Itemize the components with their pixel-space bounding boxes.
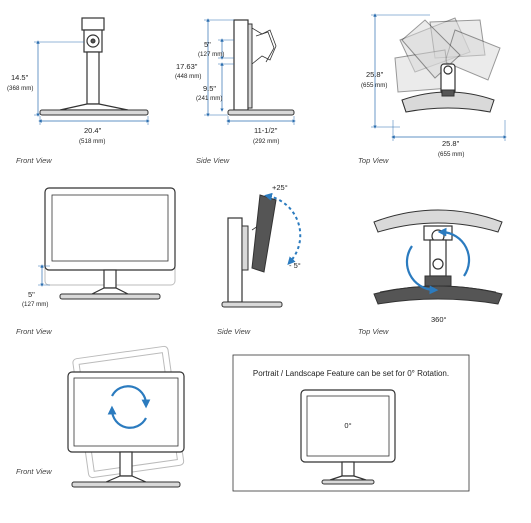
portrait-landscape-panel: Portrait / Landscape Feature can be set … — [232, 354, 470, 492]
top-width-mm: (655 mm) — [438, 151, 464, 158]
front-width-inches: 20.4" — [84, 126, 102, 135]
front-view-bottom-caption: Front View — [16, 467, 52, 476]
tilt-down-label: - 5° — [289, 261, 301, 270]
side-view-caption: Side View — [196, 156, 230, 165]
front-view-mid-caption: Front View — [16, 327, 52, 336]
side-min-mm: (241 mm) — [196, 95, 222, 102]
front-view-caption: Front View — [16, 156, 52, 165]
front-view-height-dimension: 14.5" (368 mm) — [7, 40, 84, 117]
side-total-mm: (448 mm) — [175, 73, 201, 80]
side-view-depth-dimension: 11-1/2" (292 mm) — [226, 116, 296, 145]
side-view-stand — [227, 19, 295, 116]
side-view-tilt-stand — [221, 194, 283, 308]
top-depth-mm: (655 mm) — [361, 82, 387, 89]
front-width-mm: (518 mm) — [79, 138, 105, 145]
side-view-mid-caption: Side View — [217, 327, 251, 336]
side-depth-mm: (292 mm) — [253, 138, 279, 145]
tilt-up-label: +25° — [272, 183, 288, 192]
front-view-rotated-monitor — [67, 371, 185, 488]
front-height-inches: 14.5" — [11, 73, 29, 82]
portrait-landscape-note: Portrait / Landscape Feature can be set … — [253, 369, 449, 378]
swivel-label: 360° — [431, 315, 447, 324]
top-view-depth-dimension: 25.8" (655 mm) — [361, 13, 430, 129]
top-view-mid-caption: Top View — [358, 327, 389, 336]
front-lift-inches: 5" — [28, 290, 35, 299]
zero-degree-label: 0° — [344, 421, 351, 430]
swivel-arrows-icon — [405, 227, 471, 295]
front-view-width-dimension: 20.4" (518 mm) — [38, 116, 150, 145]
front-lift-mm: (127 mm) — [22, 301, 48, 308]
side-total-inches: 17.63" — [176, 62, 198, 71]
top-width-inches: 25.8" — [442, 139, 460, 148]
top-view-swivel-base — [373, 285, 503, 305]
top-view-width-dimension: 25.8" (655 mm) — [391, 120, 507, 158]
top-view-monitor — [401, 63, 495, 113]
top-view-swivel-monitor — [373, 209, 503, 287]
front-view-monitor — [44, 187, 176, 300]
top-view-caption: Top View — [358, 156, 389, 165]
side-view-height-dimensions: 5" (127 mm) 17.63" (448 mm) 9.5" (241 mm… — [175, 18, 234, 117]
side-adjust-mm: (127 mm) — [198, 51, 224, 58]
side-min-inches: 9.5" — [203, 84, 216, 93]
top-view-rotation-ghosts — [394, 17, 501, 93]
side-depth-inches: 11-1/2" — [254, 126, 278, 135]
front-view-stand — [39, 17, 149, 116]
front-height-mm: (368 mm) — [7, 85, 33, 92]
side-adjust-inches: 5" — [204, 40, 211, 49]
side-view-tilt-arc: +25° - 5° — [264, 183, 302, 270]
top-depth-inches: 25.8" — [366, 70, 384, 79]
front-view-lift-dimension: 5" (127 mm) — [22, 264, 50, 308]
rotate-arrows-icon — [107, 385, 151, 429]
